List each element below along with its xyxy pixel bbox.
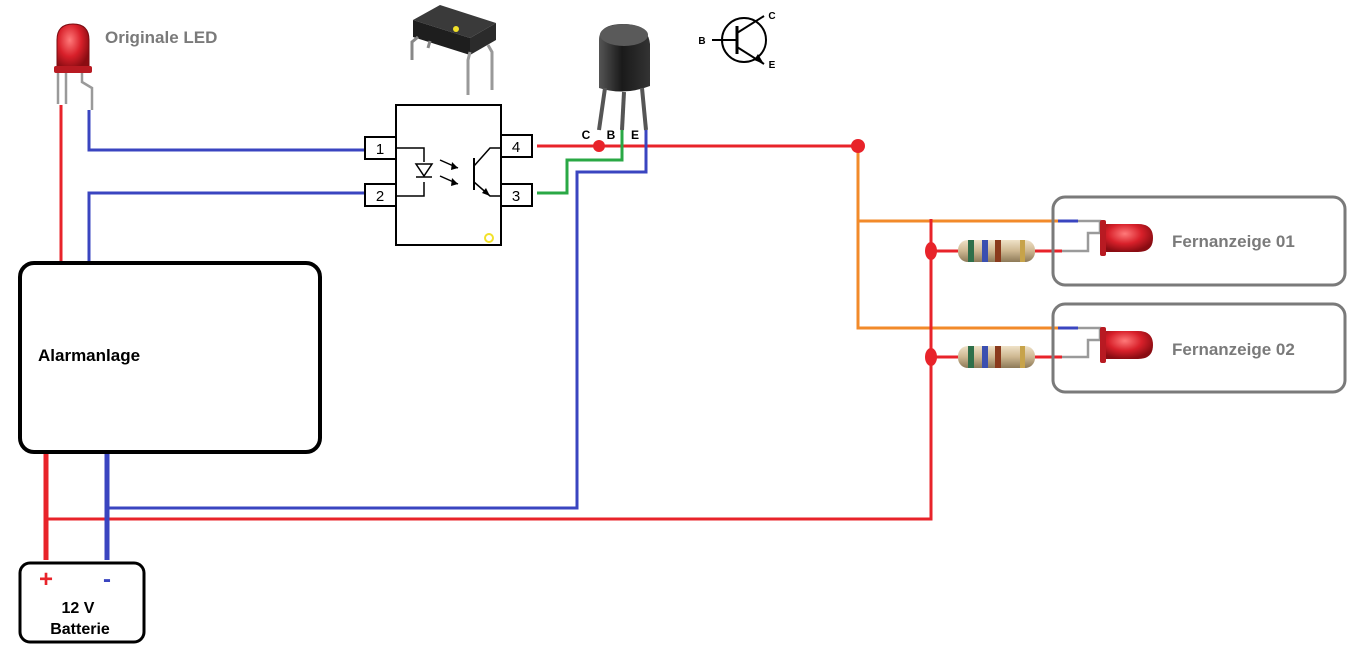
wire-feed-remote2 xyxy=(856,221,1058,330)
original-led-label: Originale LED xyxy=(105,28,217,47)
battery-name-label: Batterie xyxy=(50,621,110,638)
junction-dot xyxy=(925,348,937,366)
wire-feed-remote1 xyxy=(856,146,1058,223)
resistor-icon xyxy=(958,346,1035,368)
alarm-box xyxy=(18,261,322,454)
remote2-led-leads xyxy=(1058,326,1102,359)
junction-dot xyxy=(851,139,865,153)
junction-dot xyxy=(593,140,605,152)
remote2-label: Fernanzeige 02 xyxy=(1172,340,1295,359)
remote2-led-icon xyxy=(1100,327,1153,363)
remote1-label: Fernanzeige 01 xyxy=(1172,232,1295,251)
remote1-frame xyxy=(1051,195,1347,287)
pin-2-box xyxy=(364,183,397,207)
battery-minus-label: - xyxy=(103,566,111,593)
wire-emitter-ground xyxy=(107,130,648,510)
wire-led-negative xyxy=(87,110,365,152)
wire-alarm-to-pin2 xyxy=(87,191,365,262)
alarm-label: Alarmanlage xyxy=(38,346,140,365)
optocoupler-chip-icon xyxy=(410,5,496,95)
battery-plus-label: + xyxy=(39,566,53,593)
symbol-label-e: E xyxy=(769,60,776,71)
transistor-leg-c: C xyxy=(582,128,591,142)
transistor-leg-b: B xyxy=(607,128,616,142)
pin-1-label: 1 xyxy=(376,141,384,158)
battery-box xyxy=(18,561,146,644)
junction-dot xyxy=(925,242,937,260)
remote2-frame xyxy=(1051,302,1347,394)
pin-4-label: 4 xyxy=(512,139,520,156)
pin-2-label: 2 xyxy=(376,188,384,205)
wire-pin3-base xyxy=(537,130,624,195)
original-led-icon xyxy=(54,23,94,110)
optocoupler-schematic xyxy=(364,104,533,246)
pin-4-box xyxy=(500,134,533,158)
symbol-label-b: B xyxy=(698,36,705,47)
battery-voltage-label: 12 V xyxy=(62,600,95,617)
transistor-leg-e: E xyxy=(631,128,639,142)
pin-3-box xyxy=(500,183,533,207)
remote1-led-leads xyxy=(1058,219,1102,253)
transistor-symbol-icon xyxy=(712,15,767,65)
transistor-icon xyxy=(597,24,650,131)
wire-resistor-bus xyxy=(46,219,933,521)
pin-3-label: 3 xyxy=(512,188,520,205)
symbol-label-c: C xyxy=(768,11,775,22)
resistor-icon xyxy=(958,240,1035,262)
remote1-led-icon xyxy=(1100,220,1153,256)
